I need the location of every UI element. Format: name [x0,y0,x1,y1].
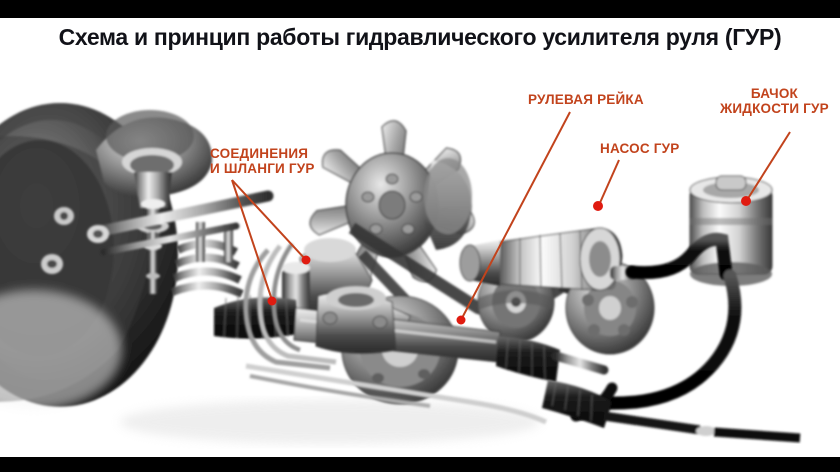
callout-label-pump: НАСОС ГУР [600,141,679,156]
callout-label-tank: БАЧОК ЖИДКОСТИ ГУР [720,86,829,116]
callout-tank-line1: БАЧОК [750,86,798,101]
cooling-fan [309,120,475,283]
flex-boot [542,380,801,443]
page-title: Схема и принцип работы гидравлического у… [58,24,782,50]
rack-boot-right [496,336,560,382]
letterbox-bar-bottom [0,457,840,472]
callout-rack-line1: РУЛЕВАЯ РЕЙКА [528,92,644,107]
callout-hoses-line2: И ШЛАНГИ ГУР [210,161,315,176]
power-steering-illustration [0,103,801,444]
callout-tank-line2: ЖИДКОСТИ ГУР [720,101,829,116]
callout-pump-line1: НАСОС ГУР [600,141,680,156]
callout-hoses-line1: СОЕДИНЕНИЯ [210,146,309,161]
rack-boot-left [214,294,298,340]
callout-label-rack: РУЛЕВАЯ РЕЙКА [528,92,644,107]
steering-knuckle [96,110,213,294]
callout-label-hoses: СОЕДИНЕНИЯ И ШЛАНГИ ГУР [210,146,315,176]
power-steering-pump [459,227,636,291]
letterbox-bar-top [0,0,840,18]
